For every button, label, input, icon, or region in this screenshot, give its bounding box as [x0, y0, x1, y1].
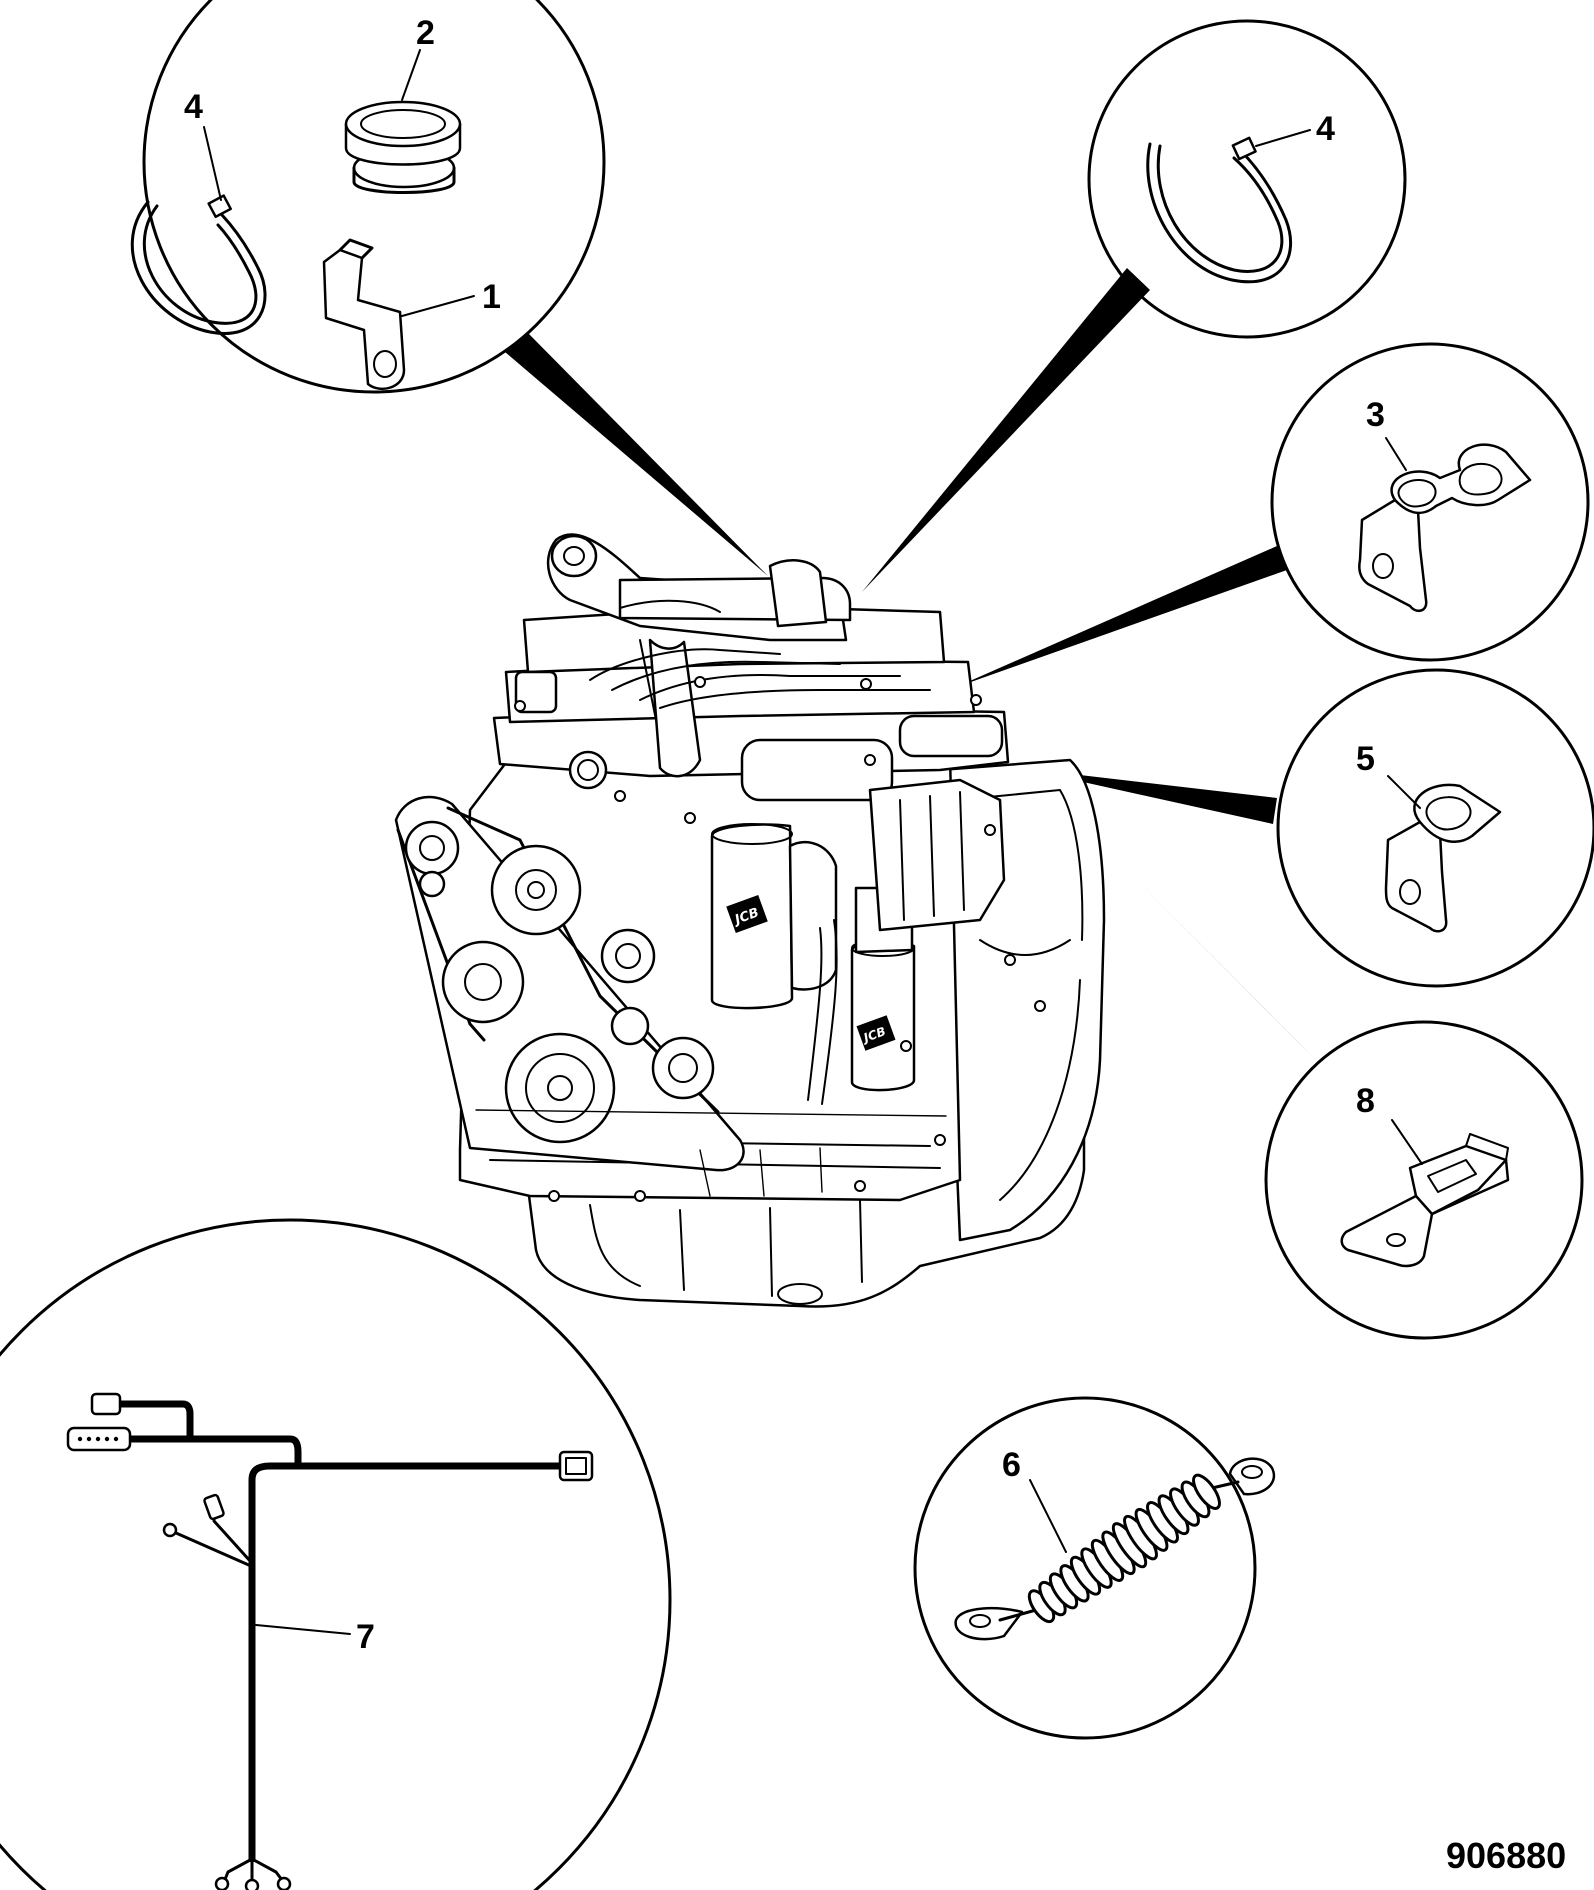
callout-label-6: 6: [1002, 1446, 1021, 1484]
callout-label-4: 4: [1316, 110, 1335, 148]
ring-terminal-icon: [244, 1878, 260, 1890]
engine-illustration: JCB JCB: [394, 533, 1106, 1308]
ring-terminal-icon: [276, 1876, 292, 1890]
connector-icon: [558, 1450, 594, 1482]
wiring-harness-icon: [66, 1392, 594, 1890]
bracket-icon: [322, 238, 406, 390]
detail-circle-spring-6: 6: [913, 1396, 1276, 1740]
detail-circle-top-left: 1 2 4: [130, 0, 606, 394]
ring-terminal-icon: [214, 1876, 230, 1890]
leader-line-3: [1385, 437, 1407, 471]
leader-wedges: [505, 268, 1318, 1062]
cable-tie-icon: [1146, 136, 1292, 284]
leader-line-7: [255, 1624, 351, 1635]
callout-label-3: 3: [1366, 396, 1385, 434]
drawing-number: 906880: [1446, 1835, 1566, 1876]
callout-label-5: 5: [1356, 740, 1375, 778]
callout-label-1: 1: [482, 278, 501, 316]
jcb-logo: JCB: [726, 895, 768, 933]
ring-terminal-icon: [162, 1522, 178, 1538]
cable-tie-icon: [130, 194, 267, 335]
leader-line-1: [401, 295, 475, 317]
leader-wedge-top-right: [862, 268, 1150, 592]
detail-circle-clip-3: 3: [1270, 342, 1590, 662]
detail-circle-clip-5: 5: [1276, 668, 1594, 988]
detail-circle-harness-7: 7: [0, 1218, 672, 1890]
leader-line-4a: [203, 126, 222, 201]
callout-label-2: 2: [416, 14, 435, 52]
leader-wedge-top-left: [505, 332, 768, 576]
jcb-logo: JCB: [856, 1015, 896, 1051]
grommet-icon: [344, 100, 462, 194]
spring-coil: [1192, 1473, 1221, 1510]
callout-label-8: 8: [1356, 1082, 1375, 1120]
flat-bracket-clip-icon: [1340, 1133, 1510, 1268]
callout-label-7: 7: [356, 1618, 375, 1656]
connector-icon: [203, 1493, 225, 1521]
leader-line-4b: [1255, 129, 1311, 147]
leader-wedge-clip-8: [1097, 840, 1318, 1062]
detail-circle-clip-8: 8: [1264, 1020, 1584, 1340]
leader-line-2: [401, 49, 421, 101]
leader-wedge-clip-3: [954, 546, 1287, 688]
spring-damper-icon: [954, 1457, 1276, 1641]
double-p-clip-icon: [1358, 443, 1532, 613]
detail-circle-top-right: 4: [1087, 19, 1407, 339]
leader-line-6: [1029, 1479, 1067, 1553]
leader-line-8: [1391, 1119, 1423, 1165]
callout-label-4: 4: [184, 88, 203, 126]
p-clip-icon: [1384, 783, 1502, 933]
leader-line-5: [1387, 775, 1421, 809]
connector-icon: [90, 1392, 122, 1416]
